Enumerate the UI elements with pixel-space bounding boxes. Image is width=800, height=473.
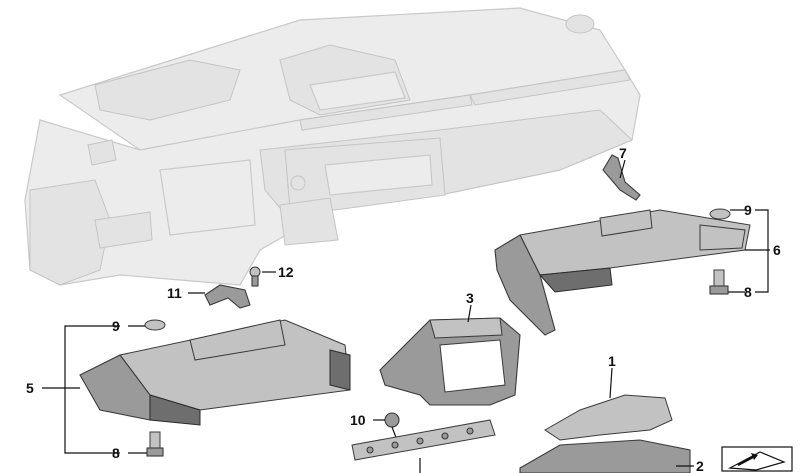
part-5-left-bracket [79, 319, 351, 426]
callout-12: 12 [278, 264, 294, 280]
view-direction-arrow-icon [721, 446, 793, 472]
part-6-right-bracket [494, 209, 751, 336]
callout-7: 7 [619, 145, 627, 161]
callout-10: 10 [350, 412, 366, 428]
part-3-frame [379, 317, 521, 406]
callout-5: 5 [26, 380, 34, 396]
part-1-cover [544, 394, 673, 441]
clip-10 [384, 412, 400, 441]
screw-8-right [709, 269, 729, 295]
part-11-bracket [204, 284, 251, 309]
screw-8-left [146, 431, 164, 457]
callout-1: 1 [608, 353, 616, 369]
part-7-clip [602, 154, 641, 201]
washer-9-right [709, 208, 731, 220]
leader-lines [42, 159, 770, 473]
callout-9-left: 9 [112, 318, 120, 334]
screw-12 [249, 266, 261, 287]
part-2-lower [519, 439, 691, 473]
dashboard-ghost [24, 7, 641, 286]
callout-8-right: 8 [744, 284, 752, 300]
callout-9-right: 9 [744, 202, 752, 218]
callout-3: 3 [466, 290, 474, 306]
part-4-strip [351, 419, 496, 461]
washer-9-left [144, 319, 166, 331]
callout-11: 11 [167, 285, 182, 301]
callout-6: 6 [773, 242, 781, 258]
callout-8-left: 8 [112, 445, 120, 461]
callout-2: 2 [696, 458, 704, 473]
